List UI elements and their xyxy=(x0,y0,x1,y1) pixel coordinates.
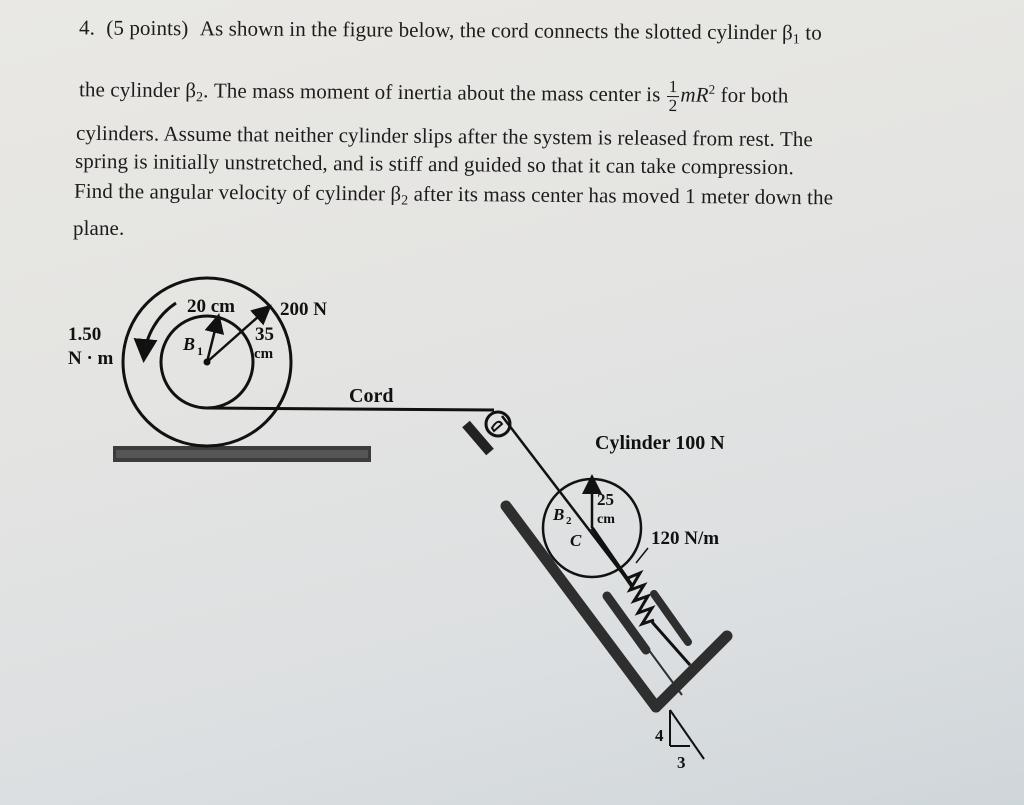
svg-text:B: B xyxy=(552,505,564,524)
slope-run: 3 xyxy=(677,753,686,772)
slope-rise: 4 xyxy=(655,726,664,745)
cylinder-b2 xyxy=(541,474,643,588)
problem-points: (5 points) xyxy=(106,15,189,41)
moment-unit: N · m xyxy=(68,348,114,369)
b2-radius-value: 25 xyxy=(597,490,614,509)
svg-text:2: 2 xyxy=(566,515,572,527)
svg-text:B: B xyxy=(182,334,195,354)
spring-stiffness-label: 120 N/m xyxy=(651,528,719,549)
problem-line-4: spring is initially unstretched, and is … xyxy=(74,148,794,180)
problem-line-6: plane. xyxy=(73,216,125,240)
ground-hatch xyxy=(113,446,371,462)
spring xyxy=(602,547,692,666)
problem-line-1: 4. (5 points) As shown in the figure bel… xyxy=(78,15,822,48)
cylinder-b2-title: Cylinder 100 N xyxy=(595,432,725,454)
one-half-fraction: 1 2 xyxy=(666,77,680,116)
applied-force-label: 200 N xyxy=(280,299,327,320)
svg-text:1: 1 xyxy=(197,344,203,358)
outer-radius-value: 35 xyxy=(255,324,274,345)
inner-radius-label: 20 cm xyxy=(187,296,235,317)
cylinder-b1-label: B 1 xyxy=(182,334,203,358)
problem-line-2: the cylinder β2. The mass moment of iner… xyxy=(78,77,789,116)
b2-radius-unit: cm xyxy=(597,512,615,527)
problem-line-5: Find the angular velocity of cylinder β2… xyxy=(73,178,834,210)
moment-arrow-icon xyxy=(133,301,177,363)
mechanism-diagram: B 1 20 cm 35 cm 200 N 1.50 N · m Cord xyxy=(68,276,733,772)
problem-number: 4. xyxy=(78,15,96,40)
slope-triangle-icon xyxy=(669,709,705,760)
cord-label: Cord xyxy=(349,385,393,407)
cord xyxy=(206,406,633,587)
moment-value: 1.50 xyxy=(68,324,101,345)
outer-radius-unit: cm xyxy=(254,346,274,362)
cylinder-b2-label: B 2 xyxy=(552,505,572,527)
problem-line-3: cylinders. Assume that neither cylinder … xyxy=(75,120,814,152)
center-label: C xyxy=(570,531,582,550)
pulley xyxy=(462,410,512,456)
